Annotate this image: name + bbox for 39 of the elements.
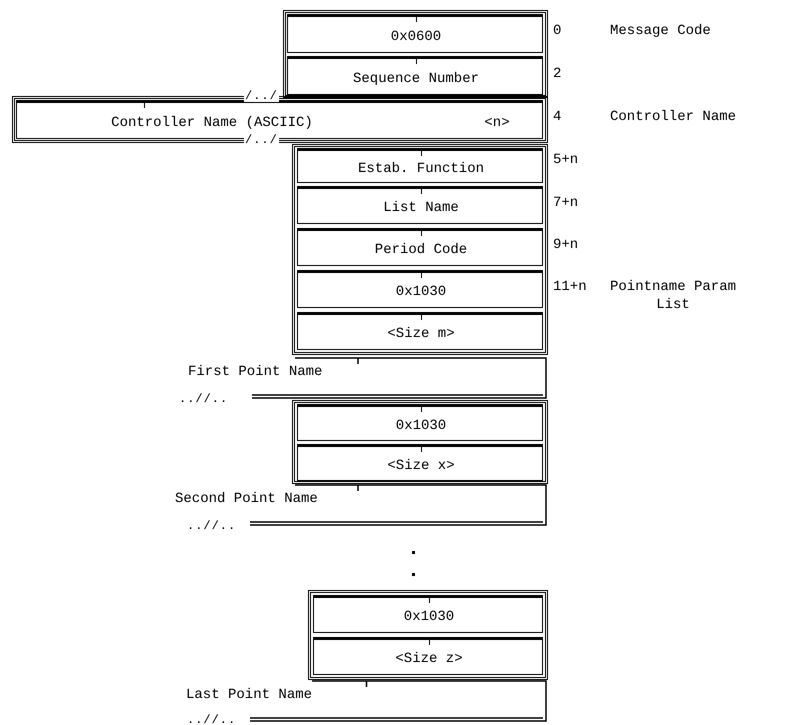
packet-field bbox=[297, 228, 543, 266]
byte-offset: 9+n bbox=[553, 236, 580, 254]
field-description: Message Code bbox=[610, 22, 712, 40]
break-marker: /../ bbox=[244, 134, 279, 146]
byte-offset: 11+n bbox=[553, 278, 588, 296]
field-label: List Name bbox=[383, 199, 459, 217]
field-label: 0x1030 bbox=[396, 283, 446, 301]
field-label: Sequence Number bbox=[352, 70, 480, 88]
field-label: Last Point Name bbox=[186, 686, 312, 704]
packet-field bbox=[297, 186, 543, 224]
packet-field bbox=[297, 404, 543, 441]
field-label: Period Code bbox=[374, 241, 468, 259]
byte-offset: 4 bbox=[553, 108, 562, 126]
packet-field bbox=[297, 444, 543, 481]
byte-offset: 7+n bbox=[553, 194, 580, 212]
packet-field bbox=[297, 148, 543, 183]
packet-field bbox=[297, 312, 543, 350]
field-label: Second Point Name bbox=[175, 490, 318, 508]
field-label: <Size x> bbox=[387, 456, 455, 474]
byte-offset: 2 bbox=[553, 65, 562, 83]
byte-offset: 0 bbox=[553, 22, 562, 40]
field-label: First Point Name bbox=[188, 363, 322, 381]
field-label: Controller Name (ASCIIC) bbox=[111, 114, 313, 132]
field-label: <Size z> bbox=[395, 650, 463, 668]
field-label: <Size m> bbox=[387, 325, 455, 343]
field-label: <n> bbox=[484, 114, 510, 132]
field-label: 0x1030 bbox=[396, 416, 446, 434]
break-marker: /../ bbox=[244, 90, 279, 102]
packet-field bbox=[287, 14, 543, 53]
packet-field bbox=[313, 595, 543, 633]
field-label: 0x0600 bbox=[390, 28, 442, 46]
field-label: Estab. Function bbox=[358, 160, 484, 178]
byte-offset: 5+n bbox=[553, 151, 580, 169]
field-label: 0x1030 bbox=[404, 608, 454, 626]
field-description: Pointname Param List bbox=[608, 278, 738, 314]
packet-field bbox=[297, 270, 543, 308]
field-description: Controller Name bbox=[610, 108, 738, 126]
packet-field bbox=[313, 637, 543, 675]
packet-field bbox=[287, 56, 543, 95]
